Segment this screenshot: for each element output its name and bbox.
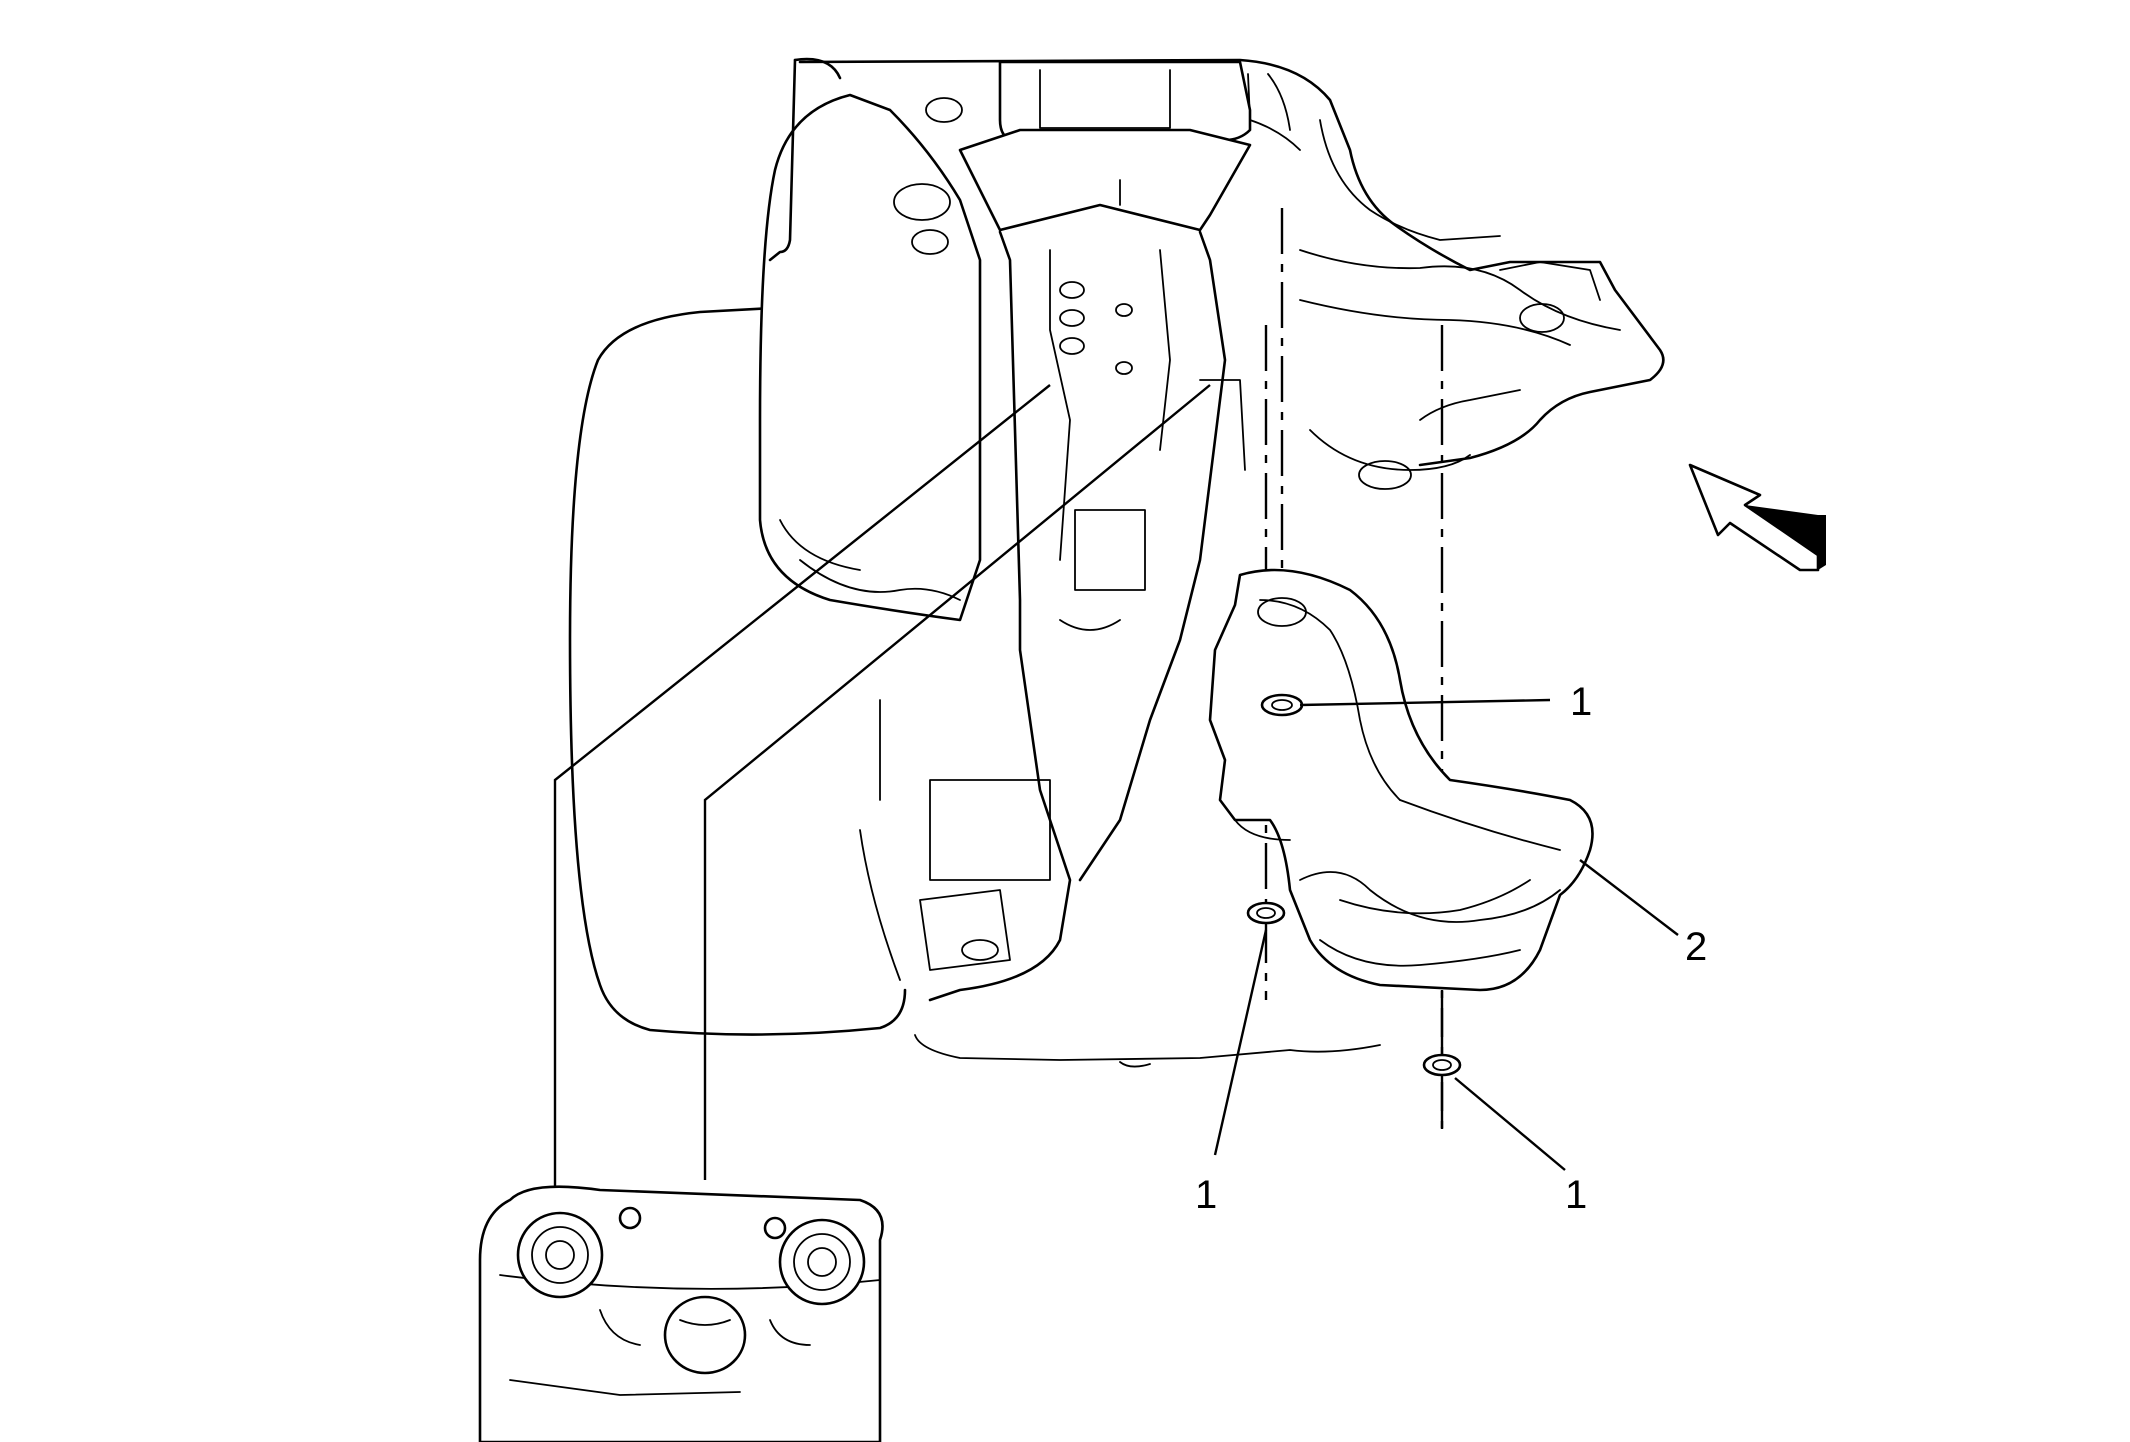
nut-lower-right (1422, 1053, 1462, 1077)
nut-lower-left (1246, 901, 1286, 925)
heat-shield-nuts (1246, 693, 1462, 1077)
muffler (478, 1185, 884, 1442)
nut-upper (1260, 693, 1304, 717)
callout-leaders (1213, 698, 1679, 1171)
exhaust-heat-shield (1208, 568, 1594, 992)
muffler-leader-lines (553, 384, 1211, 1190)
frame-rail (768, 57, 1252, 1002)
callout-label-2: 2 (1685, 925, 1707, 969)
spare-tire (568, 298, 922, 1036)
underbody-floor-pan (798, 58, 1665, 1068)
front-direction-arrow-icon (1688, 463, 1826, 572)
callout-label-1-lower-right: 1 (1565, 1173, 1587, 1217)
callout-label-1-lower-left: 1 (1195, 1173, 1217, 1217)
callout-label-1-upper: 1 (1570, 680, 1592, 724)
fuel-tank (758, 93, 982, 622)
